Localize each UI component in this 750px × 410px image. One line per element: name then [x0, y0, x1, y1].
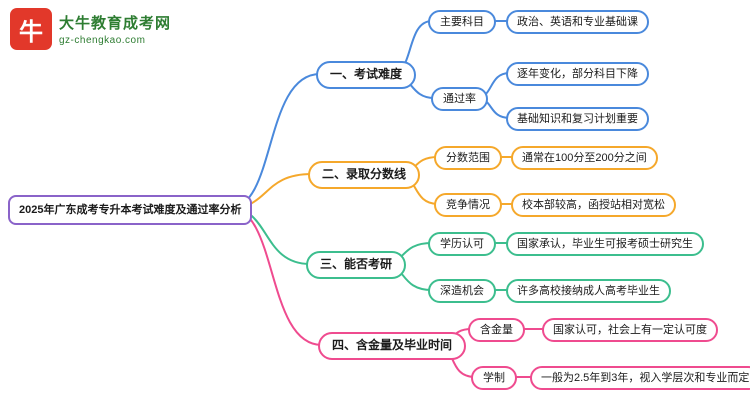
- subtopic-pass-rate: 通过率: [431, 87, 488, 112]
- leaf-schooling-length-detail: 一般为2.5年到3年，视入学层次和专业而定: [530, 366, 750, 391]
- leaf-score-range-detail: 通常在100分至200分之间: [511, 146, 658, 171]
- leaf-pass-rate-trend: 逐年变化，部分科目下降: [506, 62, 649, 87]
- mindmap-root-topic: 2025年广东成考专升本考试难度及通过率分析: [8, 195, 253, 226]
- site-logo: 牛 大牛教育成考网 gz-chengkao.com: [10, 8, 171, 50]
- branch-postgraduate-eligibility: 三、能否考研: [306, 251, 407, 279]
- connector-root-branch1: [229, 73, 321, 209]
- bull-logo-icon: 牛: [10, 8, 52, 50]
- leaf-further-study-detail: 许多高校接纳成人高考毕业生: [506, 279, 671, 304]
- leaf-credential-value-detail: 国家认可，社会上有一定认可度: [542, 318, 718, 343]
- subtopic-main-subjects: 主要科目: [428, 10, 496, 35]
- site-logo-text: 大牛教育成考网 gz-chengkao.com: [59, 12, 171, 46]
- branch-exam-difficulty: 一、考试难度: [316, 61, 417, 89]
- connector-root-branch4: [229, 207, 323, 346]
- subtopic-degree-recognition: 学历认可: [428, 232, 496, 257]
- branch-value-and-graduation: 四、含金量及毕业时间: [318, 332, 467, 360]
- leaf-pass-rate-study-plan: 基础知识和复习计划重要: [506, 107, 649, 132]
- leaf-main-subjects-detail: 政治、英语和专业基础课: [506, 10, 649, 35]
- subtopic-score-range: 分数范围: [434, 146, 502, 171]
- site-name: 大牛教育成考网: [59, 15, 172, 32]
- leaf-competition-detail: 校本部较高，函授站相对宽松: [511, 193, 676, 218]
- site-domain: gz-chengkao.com: [59, 35, 146, 46]
- subtopic-competition: 竞争情况: [434, 193, 502, 218]
- subtopic-further-study: 深造机会: [428, 279, 496, 304]
- subtopic-credential-value: 含金量: [468, 318, 525, 343]
- subtopic-schooling-length: 学制: [471, 366, 517, 391]
- leaf-degree-recognition-detail: 国家承认，毕业生可报考硕士研究生: [506, 232, 704, 257]
- branch-admission-score: 二、录取分数线: [308, 161, 421, 189]
